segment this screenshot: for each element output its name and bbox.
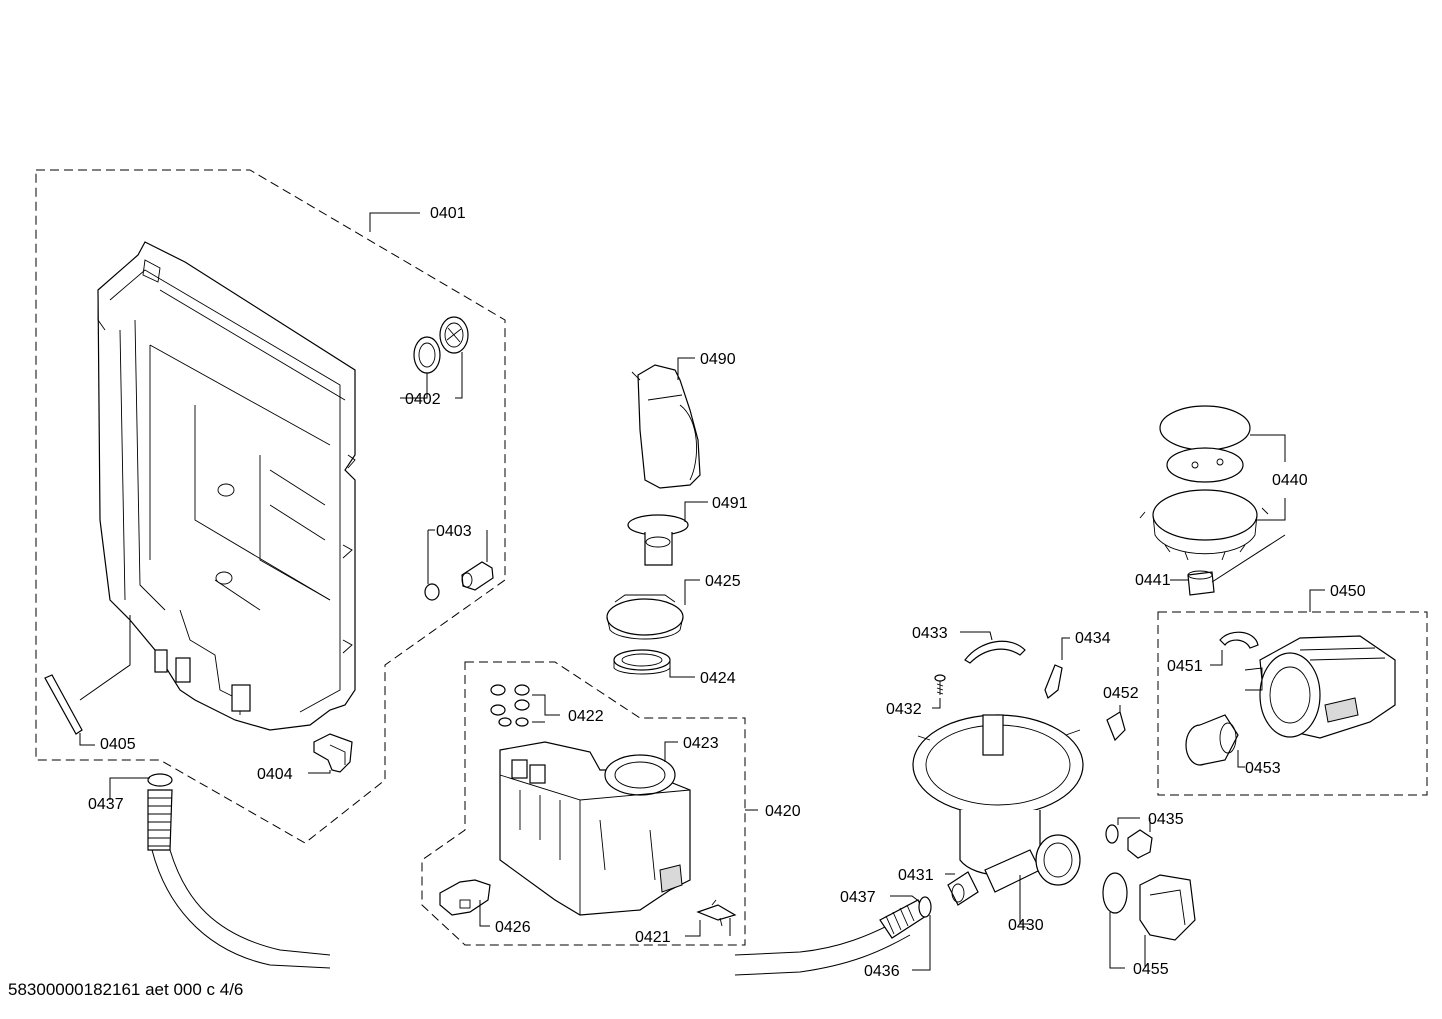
callout-0423: 0423	[683, 735, 719, 752]
sensor-part-0435	[1105, 824, 1153, 859]
heater-housing-part-0420	[499, 741, 691, 916]
callout-0450: 0450	[1330, 583, 1366, 600]
callout-0452: 0452	[1103, 685, 1139, 702]
callout-0433: 0433	[912, 625, 948, 642]
sensor-part-0404	[313, 733, 353, 773]
callout-labels: 0401 0402 0403 0404 0405 0437 0490 0491 …	[88, 205, 1366, 980]
drain-hose-right	[879, 896, 932, 939]
callout-0422: 0422	[568, 708, 604, 725]
callout-0432: 0432	[886, 701, 922, 718]
clip-part-0421	[696, 899, 737, 927]
leader-lines	[79, 212, 1325, 971]
callout-0435: 0435	[1148, 811, 1184, 828]
filter-assembly-part-0440	[1139, 405, 1269, 561]
sensor-part-0426	[439, 879, 491, 916]
sump-panel-part	[97, 241, 356, 731]
callout-0405: 0405	[100, 736, 136, 753]
callout-0441: 0441	[1135, 572, 1171, 589]
callout-0437-left: 0437	[88, 796, 124, 813]
impeller-part-0441	[1187, 570, 1215, 596]
ring-part-0424	[613, 649, 671, 675]
drain-hose-left	[147, 773, 911, 976]
callout-0455: 0455	[1133, 961, 1169, 978]
callout-0402: 0402	[405, 391, 441, 408]
callout-0491: 0491	[712, 495, 748, 512]
seal-ring-part-0402	[413, 316, 469, 374]
clip-part-0452	[1106, 711, 1126, 742]
callout-0440: 0440	[1272, 472, 1308, 489]
valve-part-0403	[424, 561, 494, 601]
callout-0425: 0425	[705, 573, 741, 590]
group-0450-outline	[1157, 611, 1428, 796]
callout-0401: 0401	[430, 205, 466, 222]
callout-0453: 0453	[1245, 760, 1281, 777]
lid-part-0425	[606, 594, 684, 640]
callout-0404: 0404	[257, 766, 293, 783]
valve-part-0431	[947, 871, 979, 906]
callout-0451: 0451	[1167, 658, 1203, 675]
arc-part-0433	[964, 640, 1026, 664]
callout-0430: 0430	[1008, 917, 1044, 934]
callout-0421: 0421	[635, 929, 671, 946]
clip-part-0405	[44, 674, 83, 735]
callout-0431: 0431	[898, 867, 934, 884]
callout-0490: 0490	[700, 351, 736, 368]
clip-part-0434	[1044, 664, 1063, 699]
sump-part-0430	[912, 714, 1084, 893]
callout-0424: 0424	[700, 670, 736, 687]
funnel-part-0490	[631, 364, 701, 489]
connector-part-0453	[1185, 714, 1239, 766]
group-0420-outline	[421, 661, 746, 946]
document-reference-footer: 58300000182161 aet 000 c 4/6	[8, 980, 244, 999]
seal-set-part-0422	[490, 684, 530, 727]
callout-0437-right: 0437	[840, 889, 876, 906]
callout-0436: 0436	[864, 963, 900, 980]
callout-0434: 0434	[1075, 630, 1111, 647]
cap-part-0491	[627, 514, 689, 566]
drain-pump-part-0455	[1102, 872, 1196, 941]
group-0401-outline	[35, 169, 506, 844]
circulation-pump-part-0450	[1244, 635, 1396, 739]
clamp-part-0451	[1219, 631, 1259, 649]
callout-0426: 0426	[495, 919, 531, 936]
screw-part-0432	[934, 674, 946, 695]
callout-0403: 0403	[436, 523, 472, 540]
callout-0420: 0420	[765, 803, 801, 820]
